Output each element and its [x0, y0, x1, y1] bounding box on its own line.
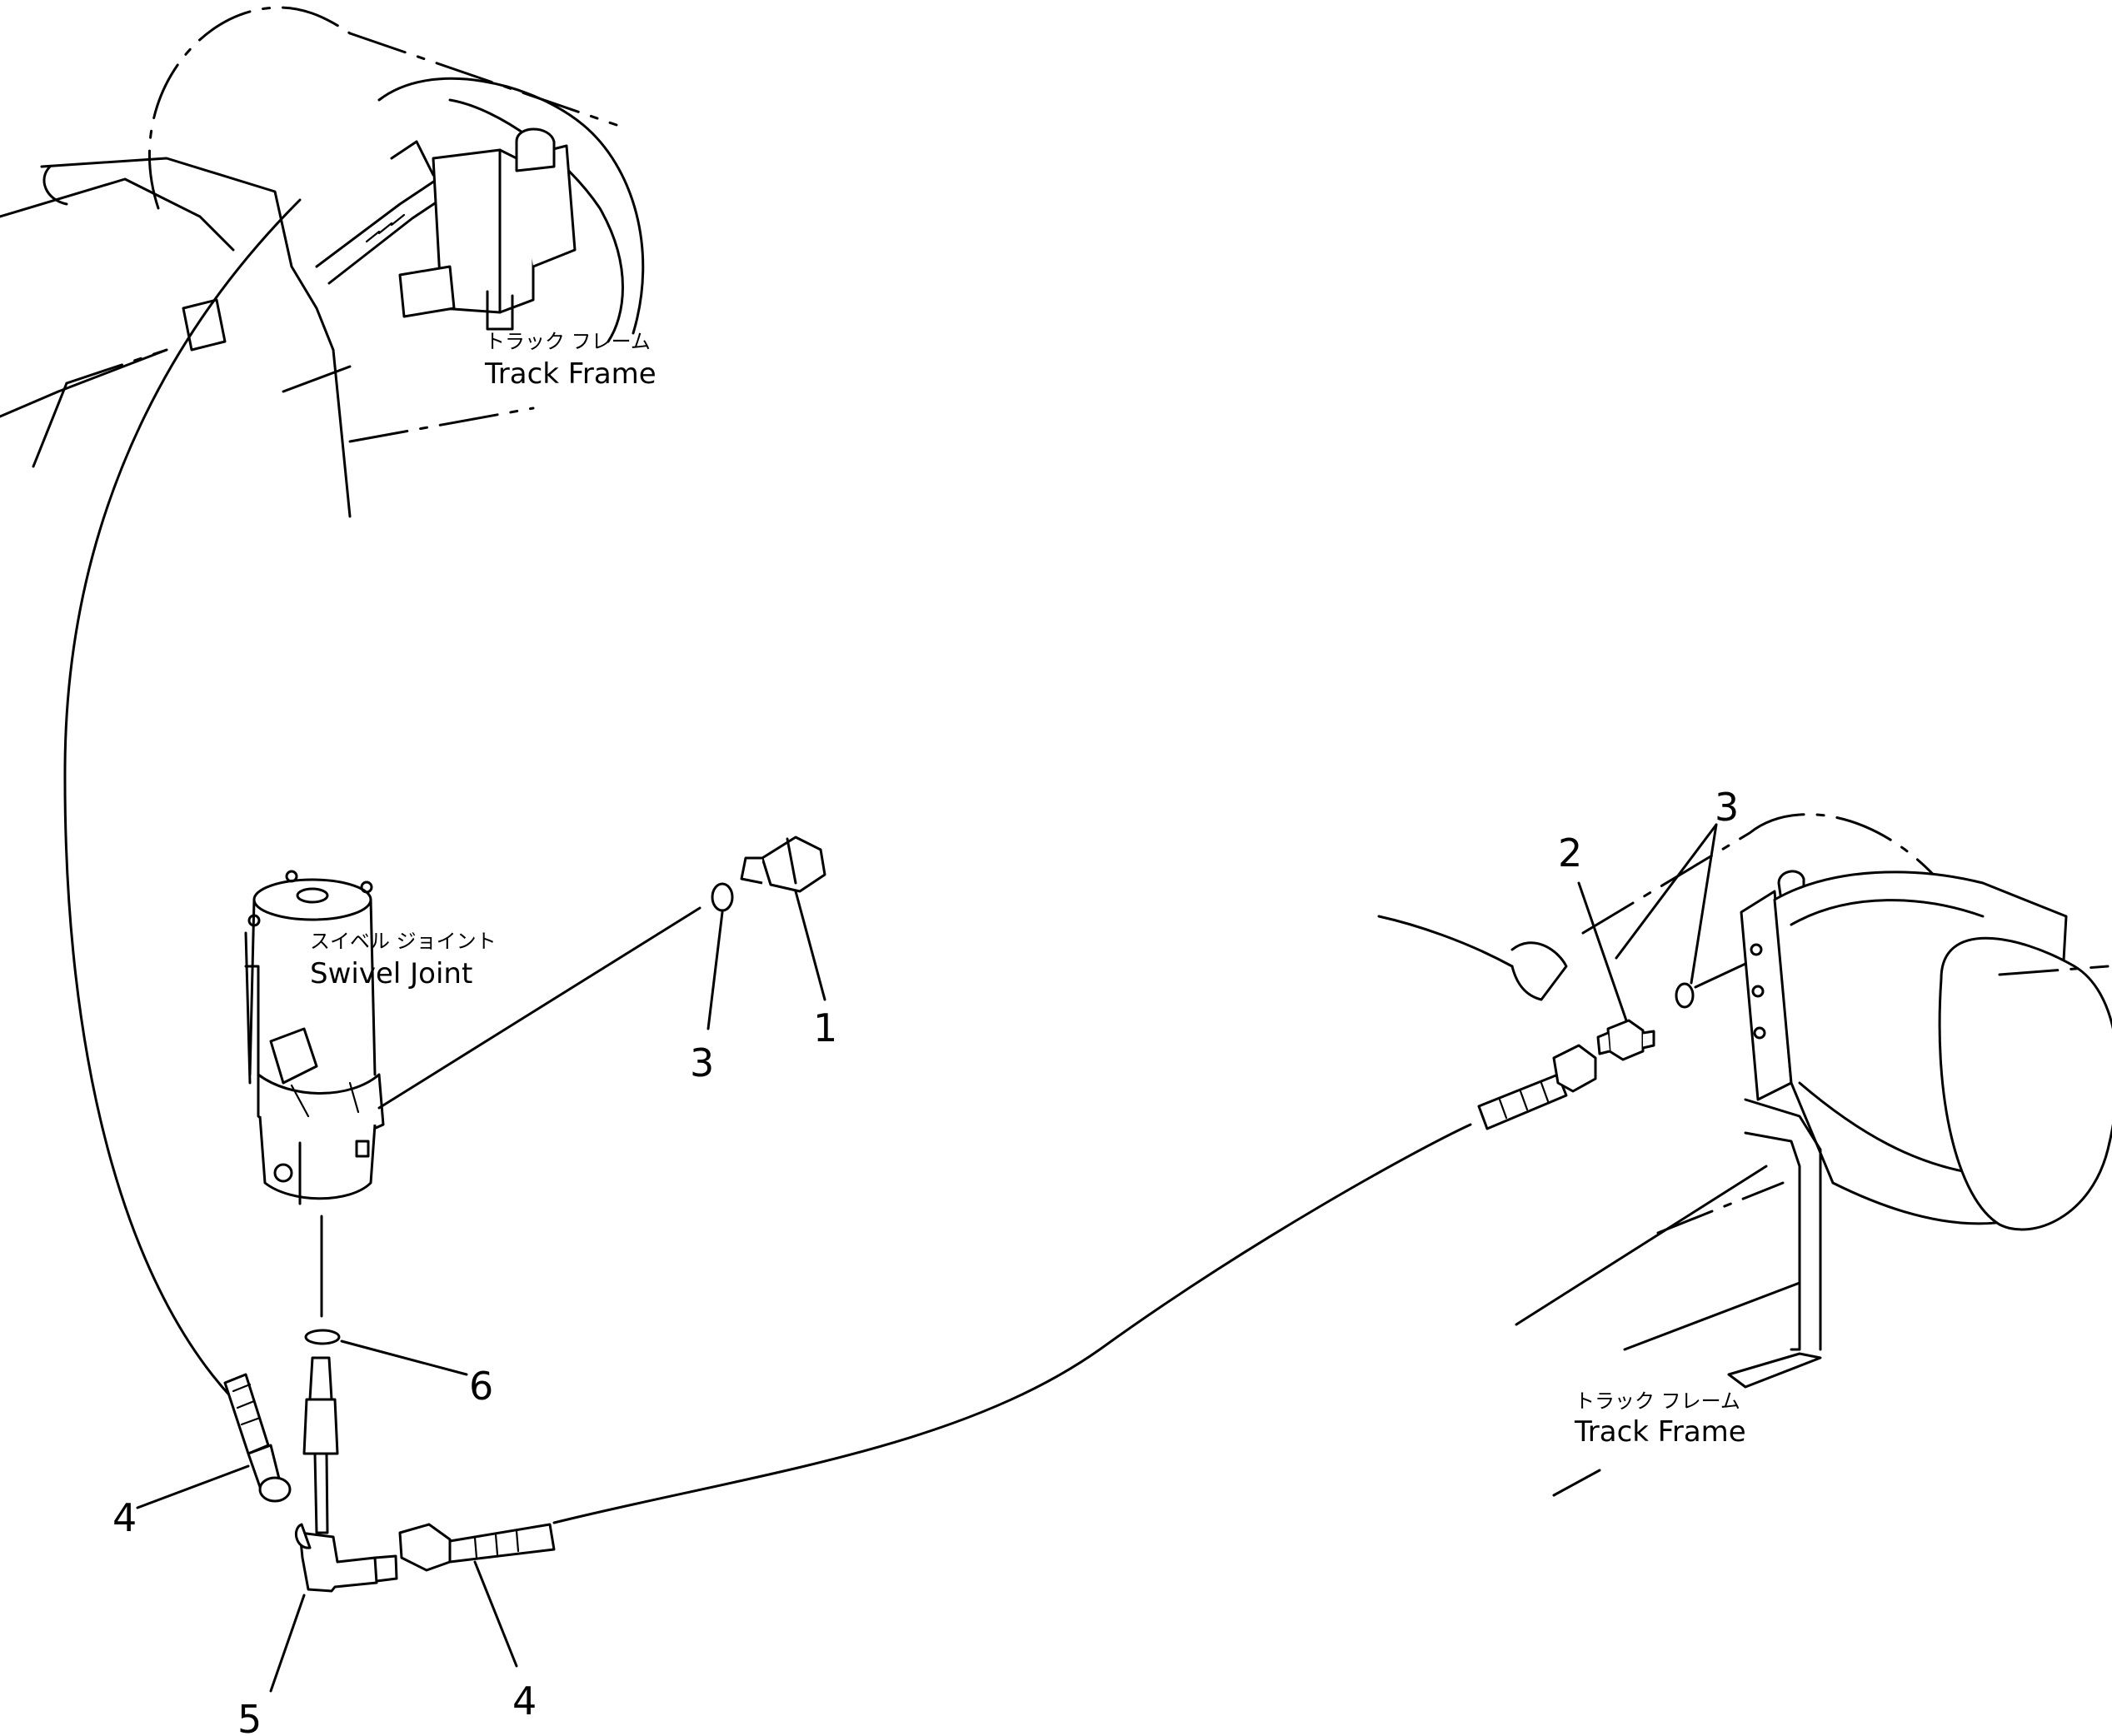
leader-4-bottom [473, 1560, 518, 1668]
part-1-plug [740, 836, 826, 893]
callout-4-bottom: 4 [512, 1679, 537, 1724]
leader-3-right-c [1615, 823, 1718, 960]
swivel-joint-jp: スイベル ジョイント [310, 930, 497, 953]
track-frame-top-jp: トラック フレーム [485, 330, 651, 353]
callout-3-center: 3 [690, 1040, 714, 1085]
hose-right-long [552, 1123, 1472, 1524]
callout-1: 1 [813, 1005, 837, 1050]
leader-3-right-b [1690, 823, 1718, 985]
leader-2 [1577, 881, 1628, 1022]
callout-3-right: 3 [1715, 785, 1739, 830]
swivel-joint-label: Swivel Joint [310, 957, 472, 990]
leader-1 [794, 890, 826, 1001]
track-frame-right-jp: トラック フレーム [1575, 1389, 1740, 1413]
leader-6 [340, 1339, 468, 1376]
leader-swivel-to-oring [377, 906, 702, 1110]
track-frame-right-label: Track Frame [1574, 1415, 1746, 1449]
right-track-frame-assembly [1377, 813, 2112, 1497]
leader-3-center [706, 910, 724, 1030]
part-4-bottom-fitting [398, 1523, 556, 1572]
right-hose-fitting [1477, 1044, 1597, 1130]
part-4-left-fitting [223, 1373, 292, 1503]
callout-2: 2 [1558, 831, 1582, 875]
part-5-elbow [294, 1356, 398, 1593]
callout-5: 5 [237, 1697, 262, 1736]
top-track-frame-assembly [0, 6, 645, 518]
hose-left-long [63, 198, 302, 1418]
leader-4-left [136, 1464, 250, 1509]
part-3-oring-center [711, 882, 734, 912]
part-3-oring-right [1675, 982, 1695, 1009]
part-6-oring [304, 1329, 341, 1345]
swivel-joint [244, 870, 385, 1205]
leader-5 [269, 1594, 306, 1693]
callout-4-left: 4 [112, 1495, 137, 1540]
part-2-adapter [1596, 1019, 1655, 1061]
track-frame-top-label: Track Frame [484, 357, 657, 391]
callout-6: 6 [469, 1364, 493, 1409]
